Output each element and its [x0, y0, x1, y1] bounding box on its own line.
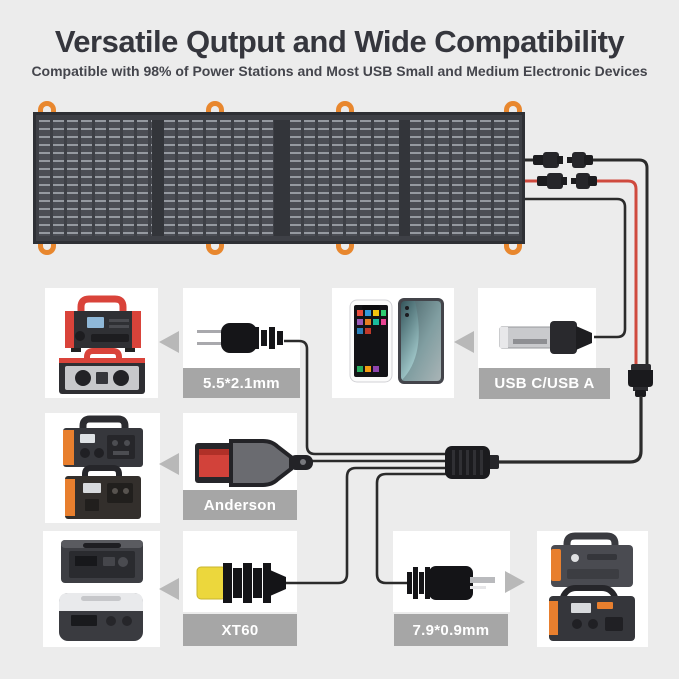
solar-panel-section: [289, 120, 399, 236]
xt60-label: XT60: [183, 614, 297, 646]
solar-panel-section: [39, 120, 152, 236]
hanging-loop-icon: [38, 241, 56, 255]
solar-panel-section: [164, 120, 275, 236]
power-stations-box-row1: [45, 288, 158, 398]
power-station-image: [63, 415, 143, 519]
cable-splitter-icon: [445, 446, 499, 479]
panel-fold-strip: [151, 120, 165, 236]
usb-plug-box: [478, 288, 596, 368]
arrow-left-icon: [159, 578, 179, 600]
anderson-plug-box: [183, 413, 297, 490]
power-station-image: [59, 295, 145, 394]
page-subtitle: Compatible with 98% of Power Stations an…: [31, 63, 648, 79]
arrow-left-icon: [159, 453, 179, 475]
hanging-loop-icon: [206, 101, 224, 115]
hanging-loop-icon: [336, 101, 354, 115]
mc4-connector-pair-icon: [533, 152, 593, 168]
foldable-solar-panel: [33, 112, 525, 244]
power-station-image: [549, 532, 635, 641]
smartphone-image: [349, 298, 444, 384]
power-station-image: [59, 540, 143, 641]
hanging-loop-icon: [504, 101, 522, 115]
mc4-extension-cable-red: [596, 179, 638, 366]
dc79-label: 7.9*0.9mm: [394, 614, 508, 646]
xt60-plug-box: [183, 531, 297, 612]
hanging-loop-icon: [206, 241, 224, 255]
mc4-connector-pair-icon: [537, 173, 597, 189]
hanging-loop-icon: [38, 101, 56, 115]
main-cable: [496, 396, 643, 464]
power-stations-box-row2: [45, 413, 160, 523]
arrow-right-icon: [505, 571, 525, 593]
solar-panel-section: [410, 120, 519, 236]
panel-fold-strip: [398, 120, 411, 236]
smartphones-box: [332, 288, 454, 398]
dc-adapter-icon: [628, 364, 653, 397]
mc4-extension-cable-black: [592, 158, 649, 366]
power-stations-box-row3-left: [43, 531, 160, 647]
hanging-loop-icon: [504, 241, 522, 255]
dc55-label: 5.5*2.1mm: [183, 368, 300, 398]
hanging-loop-icon: [336, 241, 354, 255]
dc55-plug-box: [183, 288, 300, 368]
panel-fold-strip: [274, 120, 290, 236]
arrow-left-icon: [454, 331, 474, 353]
arrow-left-icon: [159, 331, 179, 353]
power-stations-box-row3-right: [537, 531, 648, 647]
anderson-label: Anderson: [183, 490, 297, 520]
dc79-plug-box: [393, 531, 510, 612]
usb-label: USB C/USB A: [479, 368, 610, 399]
page-title: Versatile Qutput and Wide Compatibility: [54, 24, 625, 59]
